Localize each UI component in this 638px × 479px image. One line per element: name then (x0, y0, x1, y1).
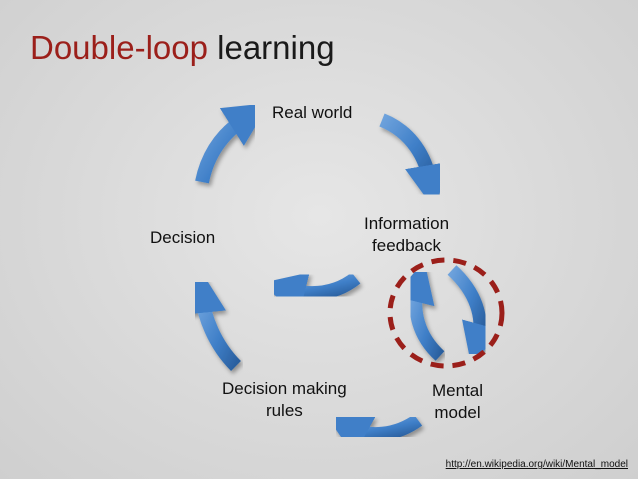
node-mental-model-line2: model (434, 403, 481, 422)
arrow-decision-to-realworld (195, 102, 270, 184)
node-decision: Decision (150, 228, 216, 247)
arrow-model-to-rules (325, 414, 423, 456)
arrow-feedback-to-model (447, 265, 503, 366)
arrow-model-to-feedback (394, 260, 445, 361)
arrow-realworld-to-feedback (379, 113, 450, 210)
double-loop-highlight-circle (387, 257, 505, 369)
node-real-world: Real world (272, 103, 353, 122)
node-information-feedback-line2: feedback (372, 236, 442, 255)
arrow-feedback-to-decision (260, 272, 361, 316)
title-accent: Double-loop (30, 29, 208, 66)
node-mental-model: Mental model (432, 380, 483, 424)
node-information-feedback-line1: Information (364, 214, 450, 233)
node-mental-model-line1: Mental (432, 381, 484, 400)
node-information-feedback: Information feedback (364, 213, 449, 257)
node-decision-making-rules-line1: Decision making (222, 379, 347, 398)
arrow-rules-to-decision (181, 268, 242, 371)
slide-title: Double-loop learning (30, 28, 335, 68)
title-rest: learning (217, 29, 335, 66)
node-decision-making-rules: Decision making rules (222, 378, 347, 422)
node-decision-making-rules-line2: rules (265, 401, 303, 420)
source-link[interactable]: http://en.wikipedia.org/wiki/Mental_mode… (445, 459, 628, 470)
